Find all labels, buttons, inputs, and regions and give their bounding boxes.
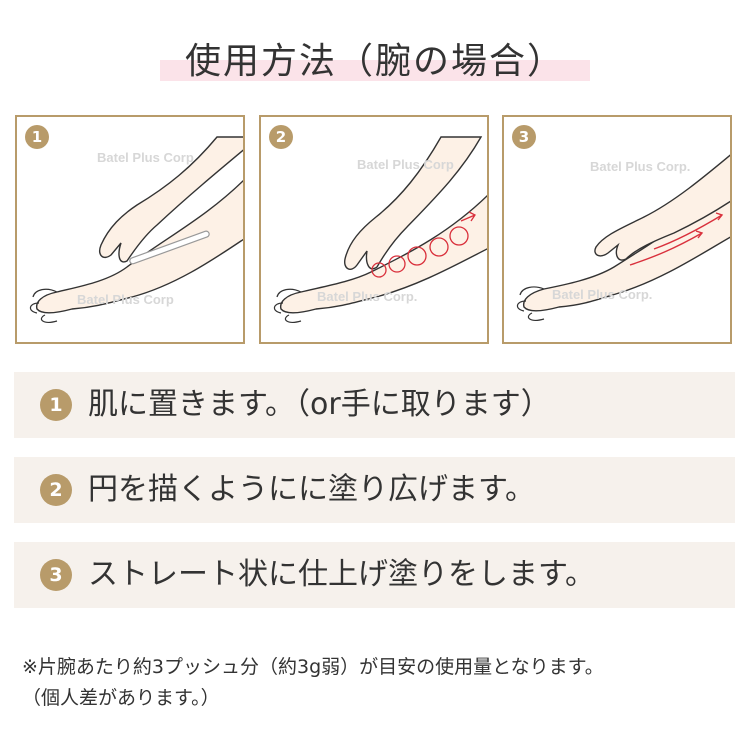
panel-number-badge: 3 [512,125,536,149]
illustration-panel-2: 2 Batel Plus Corp Batel Plus Corp. [259,115,489,344]
arm-illustration-1 [29,136,243,323]
title-highlight-band [160,60,590,81]
title-section: 使用方法（腕の場合） [0,28,750,88]
step-number-badge: 1 [40,389,72,421]
arm-illustration-2 [273,136,487,323]
step-text: ストレート状に仕上げ塗りをします。 [88,557,595,592]
arm-illustration-3 [516,154,730,321]
panel-number-badge: 1 [25,125,49,149]
watermark-bottom: Batel Plus Corp. [552,287,653,302]
usage-note: ※片腕あたり約3プッシュ分（約3g弱）が目安の使用量となります。 [22,656,604,678]
watermark-top: Batel Plus Corp [97,150,194,165]
step-row-3: 3 ストレート状に仕上げ塗りをします。 [14,542,735,608]
step-number-badge: 2 [40,474,72,506]
illustration-panel-3: 3 Batel Plus Corp. Batel Plus Corp. [502,115,732,344]
panel-number-badge: 2 [269,125,293,149]
page-title: 使用方法（腕の場合） [184,41,565,82]
watermark-bottom: Batel Plus Corp. [317,289,418,304]
step-row-2: 2 円を描くようにに塗り広げます。 [14,457,735,523]
watermark-bottom: Batel Plus Corp [77,292,174,307]
step-row-1: 1 肌に置きます。（or手に取ります） [14,372,735,438]
illustration-panel-1: 1 Batel Plus Corp Batel Plus Corp [15,115,245,344]
step-text: 肌に置きます。（or手に取ります） [88,387,551,422]
watermark-top: Batel Plus Corp [357,157,454,172]
step-number-badge: 3 [40,559,72,591]
watermark-top: Batel Plus Corp. [590,159,691,174]
usage-note-secondary: （個人差があります。） [22,687,220,709]
step-text: 円を描くようにに塗り広げます。 [88,472,535,507]
